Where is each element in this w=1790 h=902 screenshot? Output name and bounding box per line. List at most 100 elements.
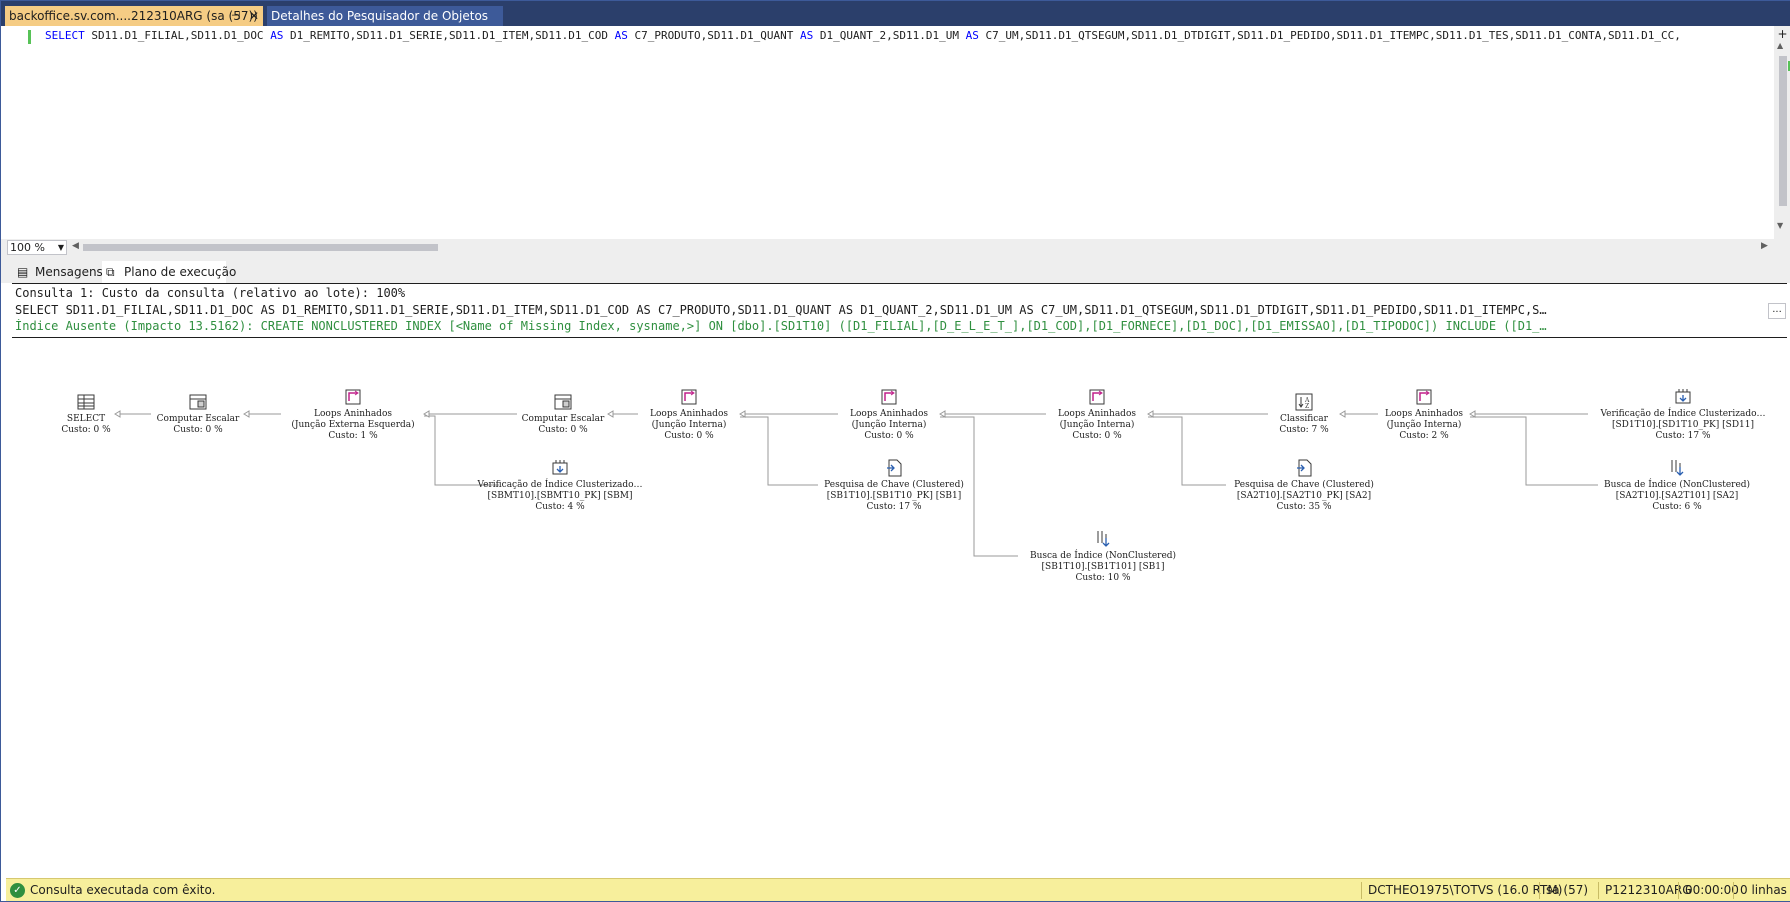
svg-text:A: A xyxy=(1304,397,1310,404)
node-line: Custo: 17 % xyxy=(866,502,922,512)
missing-index-line[interactable]: Índice Ausente (Impacto 13.5162): CREATE… xyxy=(15,319,1547,333)
plan-node-loops4[interactable]: Loops Aninhados (Junção Interna) Custo: … xyxy=(1046,387,1148,442)
plan-node-loops2[interactable]: Loops Aninhados (Junção Interna) Custo: … xyxy=(638,387,740,442)
plan-node-seek-sa2[interactable]: Busca de Índice (NonClustered) [SA2T10].… xyxy=(1592,458,1762,513)
node-line: (Junção Interna) xyxy=(1386,420,1462,430)
plan-node-compute2[interactable]: Computar Escalar Custo: 0 % xyxy=(517,392,609,436)
scroll-left-icon[interactable]: ◀ xyxy=(72,241,79,251)
nested-loops-icon xyxy=(1089,389,1105,405)
plan-node-loops3[interactable]: Loops Aninhados (Junção Interna) Custo: … xyxy=(838,387,940,442)
execution-plan-icon: ⧉ xyxy=(106,265,115,279)
arrow-head-5 xyxy=(739,410,746,418)
scroll-down-icon[interactable]: ▼ xyxy=(1777,221,1784,230)
sql-token: D1_QUANT_2,SD11.D1_UM xyxy=(813,29,966,42)
success-icon: ✓ xyxy=(10,883,25,898)
plan-node-lookup-sa2[interactable]: Pesquisa de Chave (Clustered) [SA2T10].[… xyxy=(1222,458,1386,513)
node-line: Loops Aninhados xyxy=(1058,409,1136,419)
sql-keyword: AS xyxy=(965,29,979,42)
plan-node-lookup-sb1[interactable]: Pesquisa de Chave (Clustered) [SB1T10].[… xyxy=(812,458,976,513)
select-icon xyxy=(77,394,95,410)
status-separator xyxy=(1598,882,1599,899)
node-line: Custo: 17 % xyxy=(1655,431,1711,441)
arrow-head-9 xyxy=(1469,410,1476,418)
arrow-head-1 xyxy=(114,410,121,418)
plan-node-loops5[interactable]: Loops Aninhados (Junção Interna) Custo: … xyxy=(1378,387,1470,442)
document-tab-bar: backoffice.sv.com....212310ARG (sa (57))… xyxy=(1,1,1790,26)
plan-node-loops1[interactable]: Loops Aninhados (Junção Externa Esquerda… xyxy=(281,387,425,442)
edge-loops3-seek-sb1 xyxy=(940,416,1018,557)
node-line: [SA2T10].[SA2T101] [SA2] xyxy=(1615,491,1739,501)
editor-hscroll-thumb[interactable] xyxy=(83,244,438,251)
sql-keyword: SELECT xyxy=(45,29,85,42)
plan-node-seek-sb1[interactable]: Busca de Índice (NonClustered) [SB1T10].… xyxy=(1018,529,1188,584)
node-line: [SB1T10].[SB1T10_PK] [SB1] xyxy=(826,491,962,501)
arrow-head-3 xyxy=(423,410,430,418)
clustered-index-scan-icon xyxy=(1675,389,1691,404)
editor-vertical-scrollbar[interactable]: ▲ ▼ xyxy=(1774,26,1790,239)
sql-text-line[interactable]: SELECT SD11.D1_FILIAL,SD11.D1_DOC AS D1_… xyxy=(45,29,1770,45)
node-line: Custo: 0 % xyxy=(538,425,588,435)
tab-query-label: backoffice.sv.com....212310ARG (sa (57)) xyxy=(9,9,258,23)
node-line: (Junção Interna) xyxy=(851,420,927,430)
sql-token: C7_UM,SD11.D1_QTSEGUM,SD11.D1_DTDIGIT,SD… xyxy=(978,29,1681,42)
tab-execution-plan-label: Plano de execução xyxy=(124,265,237,279)
arrow-head-8 xyxy=(1339,410,1346,418)
node-line: Loops Aninhados xyxy=(314,409,392,419)
node-line: (Junção Interna) xyxy=(651,420,727,430)
editor-vscroll-thumb[interactable] xyxy=(1779,56,1787,206)
node-line: (Junção Interna) xyxy=(1059,420,1135,430)
plan-connectors xyxy=(114,410,1598,557)
status-separator xyxy=(1733,882,1734,899)
tab-messages[interactable]: ▤ Mensagens xyxy=(13,261,103,283)
node-line: Custo: 6 % xyxy=(1652,502,1702,512)
scroll-marker xyxy=(1788,61,1790,71)
key-lookup-icon xyxy=(887,459,902,477)
node-line: Loops Aninhados xyxy=(1385,409,1463,419)
split-editor-button[interactable]: + xyxy=(1777,27,1788,41)
change-marker xyxy=(28,30,31,44)
tab-object-explorer-details[interactable]: Detalhes do Pesquisador de Objetos xyxy=(267,6,503,26)
status-server: DCTHEO1975\TOTVS (16.0 RTM) xyxy=(1368,883,1563,897)
plan-node-compute1[interactable]: Computar Escalar Custo: 0 % xyxy=(151,392,245,436)
sql-keyword: AS xyxy=(614,29,628,42)
tab-execution-plan[interactable]: ⧉ Plano de execução xyxy=(102,261,236,283)
close-icon[interactable]: ✕ xyxy=(249,9,260,23)
pin-icon[interactable]: ⊣ xyxy=(231,9,241,22)
status-elapsed-time: 00:00:00 xyxy=(1685,883,1739,897)
node-line: Verificação de Índice Clusterizado… xyxy=(1600,409,1766,419)
result-tabs: ▤ Mensagens ⧉ Plano de execução xyxy=(1,256,1790,283)
node-line: Verificação de Índice Clusterizado… xyxy=(477,480,643,490)
nested-loops-icon xyxy=(345,389,361,405)
sql-token: D1_REMITO,SD11.D1_SERIE,SD11.D1_ITEM,SD1… xyxy=(283,29,615,42)
node-line: Custo: 10 % xyxy=(1075,573,1131,583)
plan-header-divider xyxy=(12,283,1787,284)
node-line: Custo: 0 % xyxy=(664,431,714,441)
execution-plan-pane[interactable]: Consulta 1: Custo da consulta (relativo … xyxy=(6,283,1790,878)
tab-messages-label: Mensagens xyxy=(35,265,103,279)
node-line: Busca de Índice (NonClustered) xyxy=(1603,480,1751,490)
node-line: Loops Aninhados xyxy=(850,409,928,419)
key-lookup-icon xyxy=(1297,459,1312,477)
node-line: Custo: 35 % xyxy=(1276,502,1332,512)
plan-node-select[interactable]: SELECT Custo: 0 % xyxy=(58,392,114,436)
tab-query[interactable]: backoffice.sv.com....212310ARG (sa (57))… xyxy=(5,6,263,26)
plan-node-scan-sbm[interactable]: Verificação de Índice Clusterizado… [SBM… xyxy=(465,458,655,513)
sql-editor[interactable]: SELECT SD11.D1_FILIAL,SD11.D1_DOC AS D1_… xyxy=(1,26,1790,239)
edge-loops4-lookup-sa2 xyxy=(1148,416,1226,486)
scroll-up-icon[interactable]: ▲ xyxy=(1777,41,1784,50)
sort-icon: AZ xyxy=(1295,393,1313,411)
node-line: Classificar xyxy=(1280,414,1328,424)
node-line: Custo: 1 % xyxy=(328,431,378,441)
node-line: Busca de Índice (NonClustered) xyxy=(1029,551,1177,561)
edge-loops5-seek-sa2 xyxy=(1470,416,1598,486)
plan-header-divider-bottom xyxy=(12,337,1787,338)
node-line: (Junção Externa Esquerda) xyxy=(291,420,415,430)
zoom-select[interactable]: 100 % ▼ xyxy=(7,240,67,255)
plan-node-scan-sd1[interactable]: Verificação de Índice Clusterizado… [SD1… xyxy=(1588,387,1778,442)
scroll-right-icon[interactable]: ▶ xyxy=(1761,241,1768,251)
show-query-button[interactable]: ... xyxy=(1768,303,1786,319)
status-bar: ✓ Consulta executada com êxito. DCTHEO19… xyxy=(6,878,1790,901)
nested-loops-icon xyxy=(1416,389,1432,405)
